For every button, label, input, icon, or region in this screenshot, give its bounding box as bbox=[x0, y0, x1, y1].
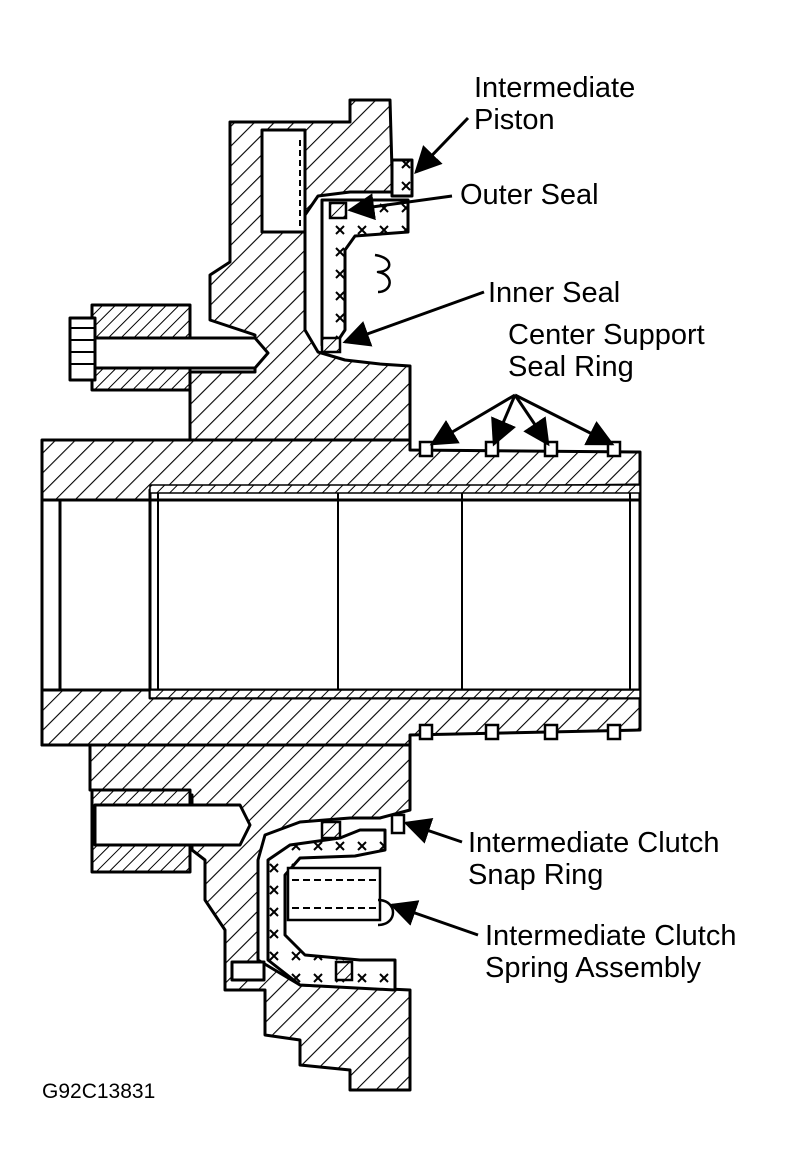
lower-bolt bbox=[90, 788, 266, 982]
label-intermediate-clutch-spring-assembly: Intermediate Clutch Spring Assembly bbox=[485, 920, 736, 984]
label-center-support-seal-ring-line-1: Center Support bbox=[508, 319, 705, 351]
upper-housing bbox=[188, 98, 412, 450]
label-snap-ring-line-2: Snap Ring bbox=[468, 859, 604, 891]
label-intermediate-piston-line-2: Piston bbox=[474, 104, 555, 136]
seal-ring-groove-7 bbox=[543, 723, 559, 741]
leader-spring-assembly bbox=[389, 900, 479, 937]
seal-ring-groove-5 bbox=[418, 723, 434, 741]
upper-bolt bbox=[68, 303, 270, 392]
label-spring-assembly-line-2: Spring Assembly bbox=[485, 952, 701, 984]
seal-ring-groove-8 bbox=[606, 723, 622, 741]
center-support-hub bbox=[40, 438, 642, 747]
leader-intermediate-piston bbox=[414, 116, 470, 174]
intermediate-clutch-spring-assembly-part bbox=[286, 866, 395, 927]
seal-lower-upper bbox=[320, 820, 342, 840]
seal-ring-groove-2 bbox=[484, 440, 500, 458]
seal-ring-groove-6 bbox=[484, 723, 500, 741]
leader-seal-ring-3 bbox=[513, 394, 550, 447]
leader-seal-ring-4 bbox=[514, 393, 615, 446]
label-intermediate-piston: Intermediate Piston bbox=[474, 72, 635, 136]
leader-snap-ring bbox=[403, 818, 463, 844]
outer-seal-upper bbox=[328, 201, 348, 220]
label-inner-seal: Inner Seal bbox=[488, 277, 620, 309]
leader-inner-seal bbox=[342, 290, 485, 347]
intermediate-clutch-snap-ring-part bbox=[390, 813, 406, 835]
label-spring-assembly-line-1: Intermediate Clutch bbox=[485, 920, 737, 952]
figure-code: G92C13831 bbox=[42, 1080, 156, 1103]
label-outer-seal: Outer Seal bbox=[460, 179, 599, 211]
leader-outer-seal bbox=[347, 193, 453, 221]
seal-lower-bottom bbox=[334, 960, 354, 982]
label-center-support-seal-ring: Center Support Seal Ring bbox=[508, 319, 705, 383]
inner-seal-upper bbox=[320, 336, 342, 354]
leader-seal-ring-1 bbox=[429, 393, 516, 446]
label-outer-seal-line-1: Outer Seal bbox=[460, 179, 599, 211]
leader-seal-ring-2 bbox=[491, 394, 517, 447]
seal-ring-groove-1 bbox=[418, 440, 434, 458]
label-center-support-seal-ring-line-2: Seal Ring bbox=[508, 351, 634, 383]
label-intermediate-piston-line-1: Intermediate bbox=[474, 72, 636, 104]
label-intermediate-clutch-snap-ring: Intermediate Clutch Snap Ring bbox=[468, 827, 719, 891]
leader-lines bbox=[342, 116, 615, 937]
label-snap-ring-line-1: Intermediate Clutch bbox=[468, 827, 720, 859]
lower-housing bbox=[40, 743, 412, 1092]
label-inner-seal-line-1: Inner Seal bbox=[488, 277, 621, 309]
intermediate-piston-lower bbox=[266, 828, 397, 992]
